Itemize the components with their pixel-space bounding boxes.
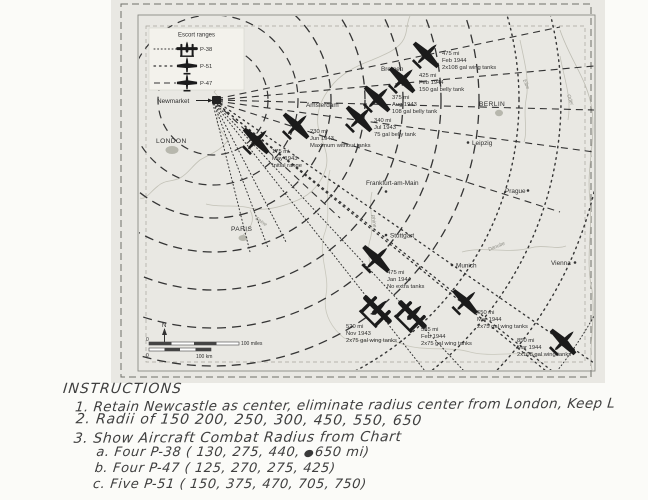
- aircraft-range: 585 mi: [421, 327, 438, 333]
- aircraft-range: 230 mi: [310, 129, 327, 135]
- aircraft-note: No extra tanks: [387, 284, 424, 290]
- aircraft-p47-340mi: 340 mi Jul 1943 75 gal belly tank: [337, 96, 416, 141]
- aircraft-range: 850 mi: [517, 338, 534, 344]
- legend-title: Escort ranges: [178, 33, 215, 39]
- aircraft-range: 520 mi: [346, 324, 363, 330]
- compass: N: [162, 323, 167, 342]
- aircraft-note: 75 gal belly tank: [374, 132, 416, 138]
- city-label-newmarket: Newmarket: [157, 98, 190, 105]
- legend: Escort ranges P-38 P-51 P-47: [148, 27, 245, 92]
- aircraft-note: 108 gal belly tank: [392, 109, 437, 115]
- aircraft-date: Feb 1944: [442, 58, 467, 64]
- compass-n-label: N: [162, 323, 166, 329]
- legend-label-p38: P-38: [200, 47, 212, 53]
- aircraft-p47-175mi: 175 mi May 1943 Initial range: [234, 118, 302, 169]
- instruction-3a-text: a. Four P-38 ( 130, 275, 440,: [95, 445, 301, 460]
- aircraft-range: 340 mi: [374, 118, 391, 124]
- aircraft-layer: 175 mi May 1943 Initial range 230 mi Jun…: [234, 32, 586, 364]
- scale-zero-miles: 0: [146, 337, 149, 343]
- river-label-rhine: Rhine: [369, 214, 378, 228]
- aircraft-date: Mar 1944: [517, 345, 542, 351]
- aircraft-p51-650mi: 650 mi Mar 1944 2x75 gal wing tanks: [444, 280, 528, 330]
- instruction-3a-tail: 650 mi): [314, 445, 371, 460]
- map-svg: Newmarket LONDON Amsterdam Bremen BERLIN…: [111, 0, 605, 383]
- instructions-heading: INSTRUCTIONS: [62, 381, 184, 397]
- aircraft-date: Mar 1944: [477, 317, 502, 323]
- river-label-elbe: Elbe: [521, 79, 530, 91]
- aircraft-note: 2x108 gal wing tanks: [442, 65, 496, 71]
- city-label-leipzig: Leipzig: [472, 140, 493, 147]
- aircraft-note: 2x108 gal wing tanks: [517, 352, 571, 358]
- aircraft-note: 2x75 gal wing tanks: [477, 324, 528, 330]
- aircraft-date: Nov 1943: [346, 331, 371, 337]
- escort-range-map: Newmarket LONDON Amsterdam Bremen BERLIN…: [111, 0, 605, 383]
- instruction-line-3: 3. Show Aircraft Combat Radius from Char…: [73, 429, 403, 447]
- aircraft-note: Maximum without tanks: [310, 143, 371, 149]
- aircraft-date: Feb 1944: [419, 80, 444, 86]
- range-arcs: [139, 16, 594, 370]
- city-label-frankfurt: Frankfurt-am-Main: [366, 180, 419, 187]
- aircraft-date: May 1943: [272, 156, 297, 162]
- legend-label-p47: P-47: [200, 81, 212, 87]
- aircraft-p47-425mi: 425 mi Feb 1944 150 gal belly tank: [380, 57, 464, 102]
- aircraft-range: 175 mi: [272, 149, 289, 155]
- aircraft-p51-850mi: 850 mi Mar 1944 2x108 gal wing tanks: [517, 319, 586, 364]
- aircraft-p47-230mi: 230 mi Jun 1943 Maximum without tanks: [274, 103, 371, 149]
- compass-arrow-icon: [162, 328, 167, 335]
- aircraft-date: Feb 1944: [421, 334, 446, 340]
- aircraft-note: 2x75 gal wing tanks: [346, 338, 397, 344]
- aircraft-note: 2x75 gal wing tanks: [421, 341, 472, 347]
- city-label-london: LONDON: [156, 138, 187, 145]
- city-label-paris: PARIS: [231, 226, 252, 233]
- instruction-line-3a: a. Four P-38 ( 130, 275, 440, 650 mi): [95, 445, 648, 461]
- aircraft-note: 150 gal belly tank: [419, 87, 464, 93]
- aircraft-p38-585mi: 585 mi Feb 1944 2x75 gal wing tanks: [389, 292, 472, 347]
- hub-arrow-icon: [208, 98, 213, 103]
- p47-routes: [214, 26, 594, 219]
- instruction-line-3b: b. Four P-47 ( 125, 270, 275, 425): [93, 461, 337, 476]
- ink-blot: [303, 448, 314, 459]
- handwritten-instructions: INSTRUCTIONS 1. Retain Newcastle as cent…: [52, 381, 648, 493]
- p38-routes: [212, 102, 464, 370]
- aircraft-p38-520mi: 520 mi Nov 1943 2x75 gal wing tanks: [346, 287, 400, 344]
- city-label-munich: Munich: [456, 263, 477, 270]
- aircraft-range: 475 mi: [442, 51, 459, 57]
- city-label-amsterdam: Amsterdam: [306, 102, 339, 109]
- scale-zero-km: 0: [146, 353, 149, 359]
- aircraft-p47-375mi: 375 mi Aug 1943 108 gal belly tank: [355, 76, 437, 121]
- newmarket-hub: Newmarket: [157, 96, 221, 105]
- city-label-prague: Prague: [505, 188, 526, 195]
- aircraft-range: 425 mi: [419, 73, 436, 79]
- scale-bar: 0 100 miles 0 100 km: [146, 337, 263, 360]
- escort-routes: [212, 26, 594, 370]
- aircraft-note: Initial range: [272, 163, 302, 169]
- aircraft-date: Jul 1943: [374, 125, 396, 131]
- aircraft-range: 475 mi: [387, 270, 404, 276]
- river-label-oder: Oder: [565, 94, 575, 107]
- p51-routes: [214, 100, 594, 370]
- aircraft-p47-475mi-feb: 475 mi Feb 1944 2x108 gal wing tanks: [404, 32, 496, 77]
- aircraft-date: Aug 1943: [392, 102, 417, 108]
- city-blobs: [165, 109, 503, 241]
- city-label-berlin: BERLIN: [479, 101, 505, 108]
- aircraft-date: Jan 1944: [387, 277, 412, 283]
- instruction-line-3c: c. Five P-51 ( 150, 375, 470, 705, 750): [92, 477, 368, 492]
- aircraft-date: Jun 1943: [310, 136, 334, 142]
- city-label-vienna: Vienna: [551, 260, 571, 267]
- city-label-stuttgart: Stuttgart: [390, 233, 414, 240]
- scale-miles-label: 100 miles: [241, 341, 263, 347]
- aircraft-p47-475mi-jan: 475 mi Jan 1944 No extra tanks: [353, 235, 424, 290]
- legend-label-p51: P-51: [200, 64, 212, 70]
- aircraft-range: 375 mi: [392, 95, 409, 101]
- aircraft-range: 650 mi: [477, 310, 494, 316]
- map-frames: [120, 3, 596, 378]
- scale-km-label: 100 km: [196, 354, 212, 360]
